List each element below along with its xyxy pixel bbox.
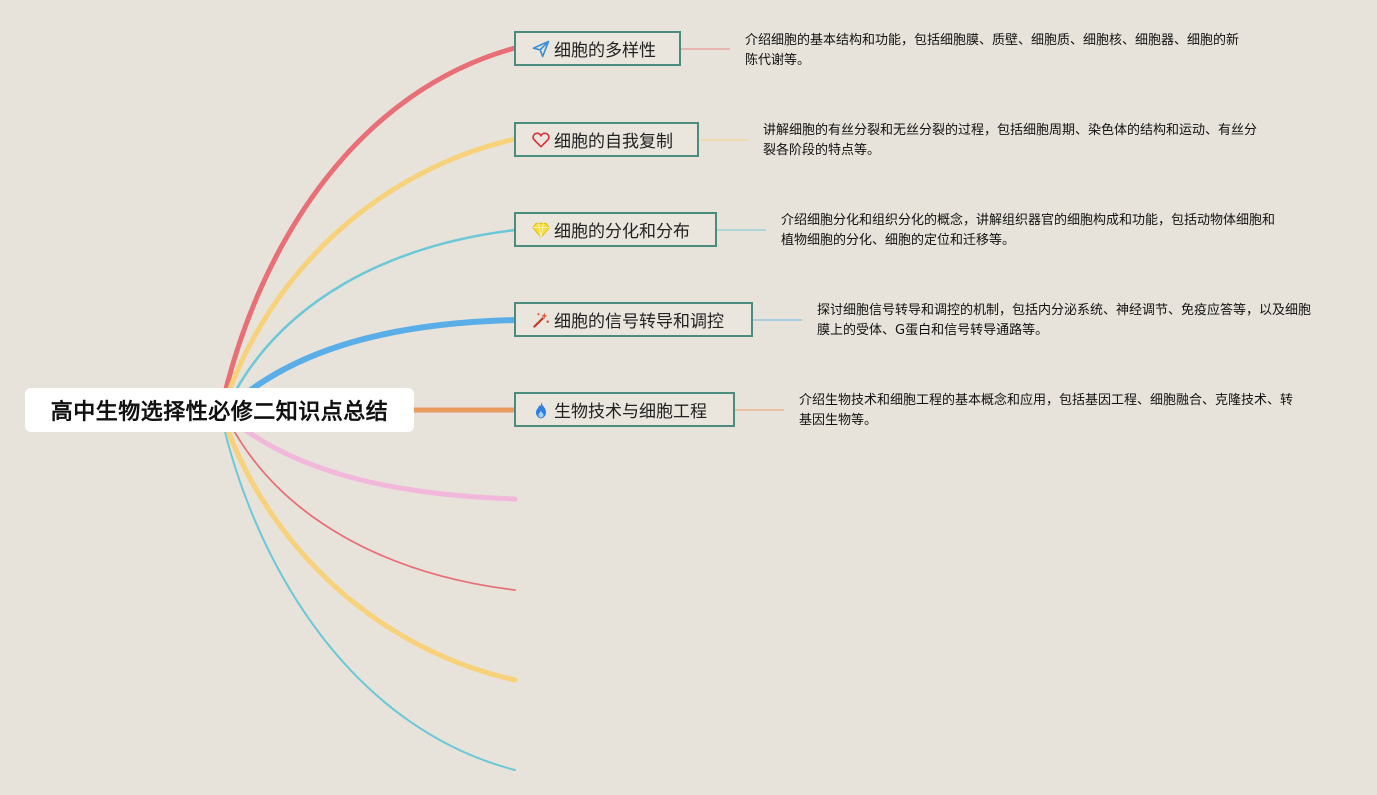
topic-cell-differentiation[interactable]: 细胞的分化和分布 [514,212,717,247]
empty-branch-line-4 [221,419,516,771]
empty-branch-line-3 [221,417,518,683]
branch-line-2 [221,136,518,408]
root-topic[interactable]: 高中生物选择性必修二知识点总结 [25,388,414,432]
empty-branch-line-1 [229,417,518,502]
topic-label: 细胞的分化和分布 [554,222,690,242]
topic-label: 细胞的多样性 [554,41,656,61]
diamond-icon [530,219,552,241]
empty-branch-line-2 [227,419,516,591]
topic-label: 细胞的自我复制 [554,132,673,152]
paper-plane-icon [530,38,552,60]
topic-description: 介绍细胞的基本结构和功能，包括细胞膜、质壁、细胞质、细胞核、细胞器、细胞的新陈代… [745,33,1240,68]
topic-cell-diversity[interactable]: 细胞的多样性 [514,31,681,66]
topic-biotech-cell-engineering[interactable]: 生物技术与细胞工程 [514,392,735,427]
topic-description: 介绍生物技术和细胞工程的基本概念和应用，包括基因工程、细胞融合、克隆技术、转基因… [799,393,1294,428]
topic-label: 生物技术与细胞工程 [554,402,707,422]
root-topic-title: 高中生物选择性必修二知识点总结 [50,400,389,425]
topic-cell-signaling[interactable]: 细胞的信号转导和调控 [514,302,753,337]
magic-wand-icon [530,309,552,331]
heart-icon [530,129,552,151]
branch-line-4 [229,317,518,408]
flame-icon [530,399,552,421]
topic-description: 探讨细胞信号转导和调控的机制，包括内分泌系统、神经调节、免疫应答等，以及细胞膜上… [817,303,1312,338]
topic-cell-replication[interactable]: 细胞的自我复制 [514,122,699,157]
branch-line-1 [219,45,518,408]
branch-line-3 [226,228,517,407]
topic-description: 讲解细胞的有丝分裂和无丝分裂的过程，包括细胞周期、染色体的结构和运动、有丝分裂各… [763,123,1258,158]
topic-label: 细胞的信号转导和调控 [554,312,724,332]
topic-description: 介绍细胞分化和组织分化的概念，讲解组织器官的细胞构成和功能，包括动物体细胞和植物… [781,213,1276,248]
